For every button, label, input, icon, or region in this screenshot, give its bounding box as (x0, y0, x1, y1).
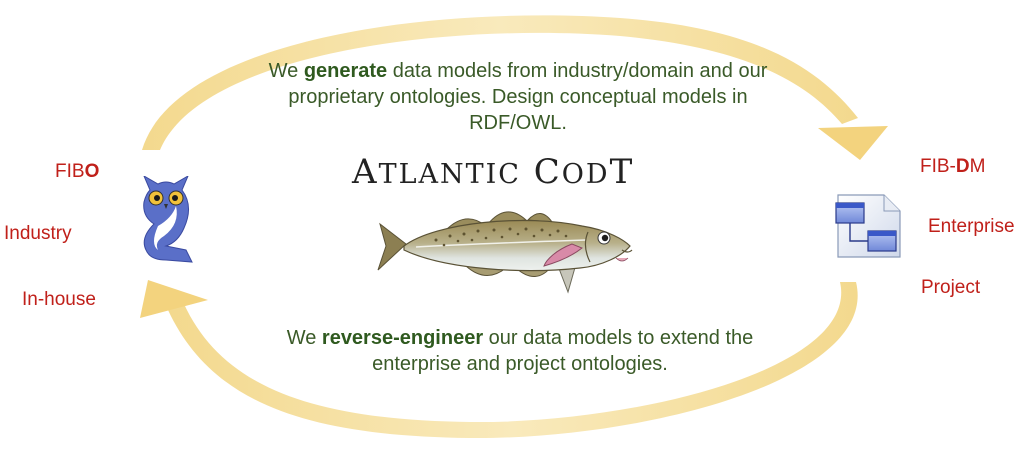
brand-title: ATLANTIC CODT (352, 152, 635, 192)
enterprise-label: Enterprise (928, 216, 1015, 237)
industry-label: Industry (4, 223, 72, 244)
fibo-label: FIBO (55, 161, 100, 182)
generate-description: We generate data models from industry/do… (268, 60, 768, 134)
reverse-engineer-keyword: reverse-engineer (321, 327, 484, 349)
project-label: Project (921, 277, 981, 298)
cod-fish-illustration (377, 211, 633, 294)
in-house-label: In-house (22, 289, 96, 310)
data-model-icon (835, 194, 901, 258)
fib-dm-label: FIB-DM (920, 156, 986, 177)
bottom-arrowhead (140, 280, 208, 318)
reverse-engineer-description: We reverse-engineer our data models to e… (286, 327, 754, 375)
owl-logo-icon (143, 176, 193, 263)
bottom-arrow-arc (168, 282, 858, 439)
top-arrowhead (818, 126, 888, 160)
generate-keyword: generate (303, 60, 388, 82)
top-arrow-arc (142, 15, 858, 150)
